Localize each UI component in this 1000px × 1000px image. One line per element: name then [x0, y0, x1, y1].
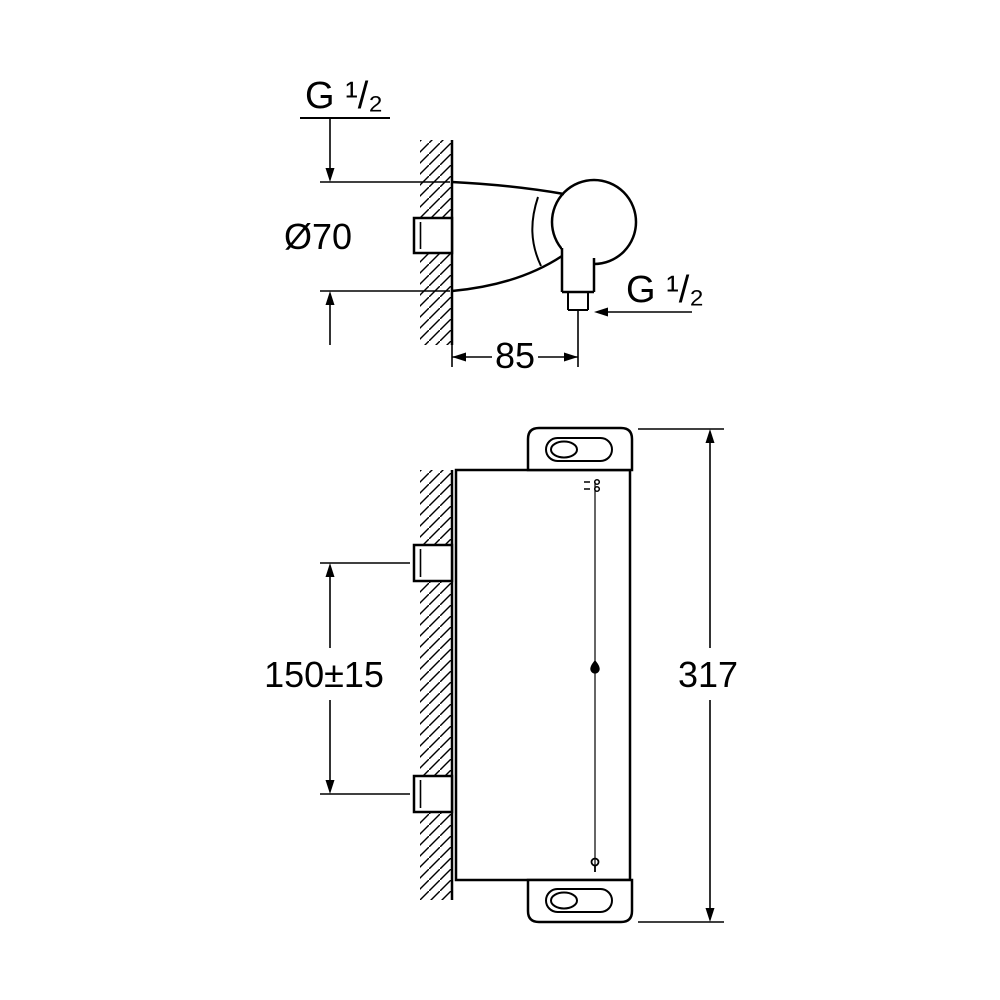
- scale-markings-icon: [584, 478, 601, 493]
- arrowhead-left: [594, 307, 608, 317]
- arrowhead-down: [325, 780, 335, 794]
- dimension-inlet-spacing: 150±15: [264, 562, 410, 795]
- total-height-label: 317: [678, 654, 738, 695]
- cone-top-edge: [451, 180, 565, 196]
- cone-bottom-edge: [451, 254, 563, 293]
- arrowhead-left: [452, 352, 466, 362]
- handle-grip: [545, 888, 613, 913]
- holder-view: G ¹/₂ Ø70 85 G ¹/₂: [284, 75, 704, 376]
- dimension-thread-top: G ¹/₂: [300, 75, 390, 119]
- top-handle: [526, 426, 634, 472]
- wall-hatching: [420, 470, 452, 900]
- outlet-thread-stub: [567, 292, 589, 311]
- cone-base-arc: [531, 196, 542, 267]
- scale-dot-top: [593, 478, 601, 486]
- mixer-body: [454, 468, 632, 882]
- water-drop-icon: [590, 660, 600, 674]
- diameter-label: Ø70: [284, 216, 352, 257]
- mixer-view: 150±15 317: [264, 426, 738, 924]
- scale-dashes: [584, 481, 590, 490]
- dimension-total-height: 317: [638, 428, 738, 923]
- arrowhead-down: [705, 908, 715, 922]
- inlet-spacing-label: 150±15: [264, 654, 384, 695]
- inlet-union-nuts: [412, 543, 454, 814]
- handle-button: [550, 891, 578, 910]
- scale-dot-bottom: [593, 485, 601, 493]
- wall-union-nut: [412, 216, 454, 255]
- handle-grip: [545, 437, 613, 462]
- arrowhead-right: [564, 352, 578, 362]
- holder-body: [451, 178, 638, 311]
- dimension-depth-85: 85: [451, 310, 579, 376]
- valve-marking-icon: [590, 857, 600, 872]
- arrowhead-up: [705, 429, 715, 443]
- thread-top-label: G ¹/₂: [305, 75, 383, 117]
- outlet-mask: [562, 246, 594, 292]
- bottom-handle: [526, 878, 634, 924]
- wall-section-bottom: [420, 470, 454, 900]
- drop-shape: [590, 660, 600, 674]
- arrowhead-down: [325, 168, 335, 182]
- depth-label: 85: [495, 335, 535, 376]
- arrowhead-up: [325, 291, 335, 305]
- arrowhead-up: [325, 563, 335, 577]
- thread-outlet-label: G ¹/₂: [626, 269, 704, 311]
- dimension-thread-outlet: G ¹/₂: [594, 269, 704, 317]
- dimension-diameter-70: Ø70: [284, 118, 450, 345]
- handle-button: [550, 440, 578, 459]
- mixer-housing: [454, 468, 632, 882]
